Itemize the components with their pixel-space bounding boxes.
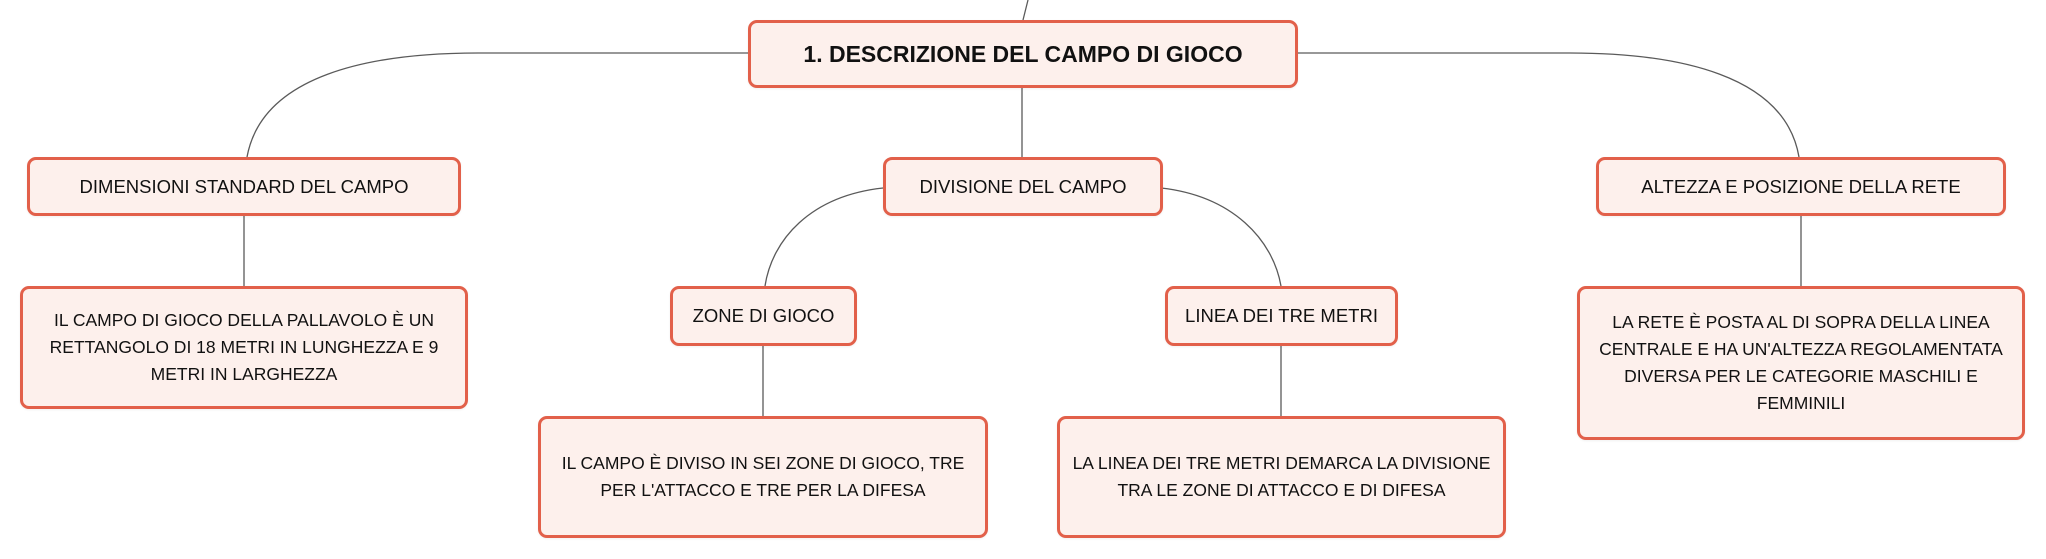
- connector-division-to-line: [1160, 187, 1282, 287]
- topic-field-division[interactable]: DIVISIONE DEL CAMPO: [883, 157, 1163, 216]
- detail-net-height-position[interactable]: LA RETE È POSTA AL DI SOPRA DELLA LINEA …: [1577, 286, 2025, 440]
- detail-three-meter-line[interactable]: LA LINEA DEI TRE METRI DEMARCA LA DIVISI…: [1057, 416, 1506, 538]
- connector-root-to-dimensions: [246, 52, 748, 158]
- connector-division-to-zones: [764, 187, 884, 287]
- connector-root-incoming: [1022, 0, 1029, 21]
- subtopic-three-meter-line[interactable]: LINEA DEI TRE METRI: [1165, 286, 1398, 346]
- topic-field-dimensions[interactable]: DIMENSIONI STANDARD DEL CAMPO: [27, 157, 461, 216]
- detail-field-dimensions[interactable]: IL CAMPO DI GIOCO DELLA PALLAVOLO È UN R…: [20, 286, 468, 409]
- subtopic-play-zones[interactable]: ZONE DI GIOCO: [670, 286, 857, 346]
- topic-net-height-position[interactable]: ALTEZZA E POSIZIONE DELLA RETE: [1596, 157, 2006, 216]
- connector-root-to-net: [1298, 52, 1800, 158]
- detail-play-zones[interactable]: IL CAMPO È DIVISO IN SEI ZONE DI GIOCO, …: [538, 416, 988, 538]
- root-topic[interactable]: 1. DESCRIZIONE DEL CAMPO DI GIOCO: [748, 20, 1298, 88]
